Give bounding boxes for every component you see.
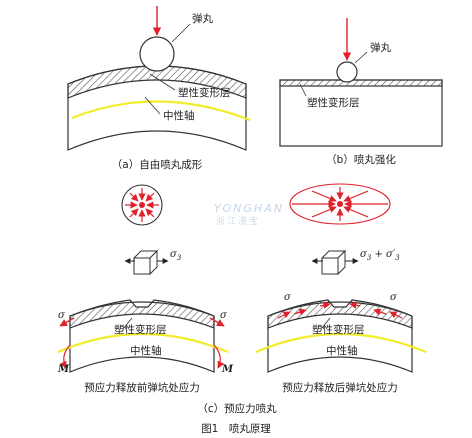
panel-b: 弹丸 塑性变形层 （b）喷丸强化	[279, 18, 443, 166]
panel-c-right-sigma-left: σ	[284, 292, 292, 303]
panel-c-caption: （c）预应力喷丸	[197, 402, 277, 415]
panel-c-cube-left: σ3	[124, 249, 182, 276]
sigma3-prime: σ′	[386, 249, 396, 260]
panel-a-label-axis: 中性轴	[163, 109, 195, 122]
sigma3-left-sub: 3	[177, 254, 182, 262]
panel-c-left-sigma-left: σ	[58, 310, 66, 321]
panel-c-right-neutral-axis	[255, 332, 427, 354]
watermark-line2: 浙江漫宝	[216, 215, 260, 227]
panel-c-left-caption: 预应力释放前弹坑处应力	[84, 381, 200, 394]
panel-c-right-label-axis: 中性轴	[326, 344, 358, 357]
panel-b-label-layer: 塑性变形层	[307, 96, 360, 109]
panel-c-left-label-layer: 塑性变形层	[114, 323, 167, 336]
panel-c-stress-ellipse-right	[289, 183, 391, 225]
panel-b-shot-ball	[336, 61, 358, 83]
panel-c-right-plastic-layer	[267, 299, 413, 329]
panel-c-left-neutral-axis	[57, 332, 229, 354]
panel-a-neutral-axis	[71, 100, 251, 122]
panel-a: 弹丸 塑性变形层 中性轴 （a）自由喷丸成形	[67, 6, 251, 171]
panel-a-shot-ball	[139, 36, 175, 72]
panel-c-left-sigma-right: σ	[220, 310, 228, 321]
panel-c-left-label-axis: 中性轴	[130, 344, 162, 357]
panel-c-right-label-layer: 塑性变形层	[312, 323, 365, 336]
panel-c-left-moment-left: M	[57, 364, 70, 375]
panel-c-left-plastic-layer	[69, 299, 215, 329]
sigma3-right: σ	[360, 249, 368, 260]
panel-a-plastic-layer	[67, 65, 247, 99]
panel-c-cube-right: σ3 + σ′3	[311, 249, 400, 276]
panel-c-left-workpiece-group: σ σ 塑性变形层 中性轴 M M 预应力释放前弹坑处应力	[57, 299, 234, 394]
panel-c-right-workpiece-group: σ σ 塑性变形层 中性轴 预应力释放后弹坑处应力	[255, 292, 427, 394]
panel-c: YONGHAN 浙江漫宝 σ3 σ3 + σ′3	[57, 183, 427, 415]
watermark-line1: YONGHAN	[214, 202, 284, 215]
panel-a-label-shot: 弹丸	[192, 12, 213, 25]
panel-c-right-caption: 预应力释放后弹坑处应力	[282, 381, 398, 394]
figure-caption: 图1 喷丸原理	[201, 422, 271, 435]
panel-b-workpiece	[279, 79, 443, 147]
sigma3-left: σ	[170, 249, 178, 260]
panel-a-label-layer: 塑性变形层	[178, 86, 231, 99]
svg-text:σ3: σ3	[170, 249, 182, 262]
panel-a-caption: （a）自由喷丸成形	[112, 158, 203, 171]
svg-text:σ3 + σ′3: σ3 + σ′3	[360, 249, 400, 262]
panel-c-left-moment-right: M	[221, 364, 234, 375]
panel-c-right-sigma-right: σ	[390, 292, 398, 303]
panel-b-label-shot: 弹丸	[370, 41, 391, 54]
panel-b-caption: （b）喷丸强化	[326, 153, 396, 166]
panel-b-plastic-layer	[279, 79, 443, 87]
panel-c-stress-circle-left	[121, 184, 163, 226]
